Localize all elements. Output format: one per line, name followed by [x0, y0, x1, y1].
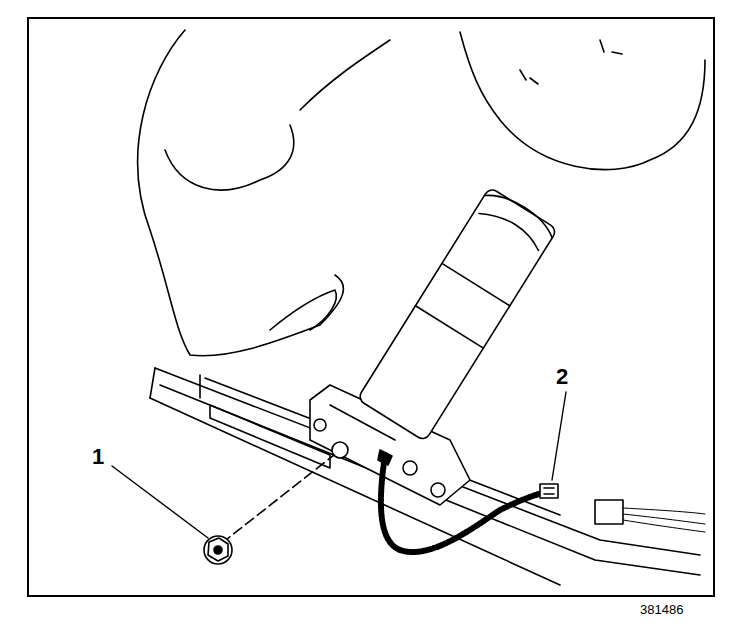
bracket-strap	[330, 405, 395, 440]
seat-back-wrinkles	[520, 40, 622, 84]
assembly-line	[222, 455, 334, 543]
nut	[208, 538, 228, 561]
leader-line	[552, 392, 566, 480]
wires	[623, 508, 705, 532]
callout-number: 1	[92, 446, 104, 468]
washer	[204, 536, 232, 564]
connector	[540, 484, 558, 498]
mating-connector	[595, 500, 623, 524]
seat-rail-end	[150, 368, 155, 398]
seat-cushion-seam	[300, 40, 390, 110]
seat-back	[460, 32, 705, 170]
wire-harness	[381, 455, 545, 552]
seat-belt-buckle	[357, 186, 558, 441]
bolt	[403, 461, 417, 475]
frame	[28, 18, 714, 596]
harness-clip	[378, 450, 392, 465]
seat-cushion	[138, 30, 344, 356]
bracket-hole	[314, 419, 326, 431]
bolt	[431, 483, 445, 497]
seat-cushion-fold	[165, 125, 294, 190]
figure-number: 381486	[640, 603, 683, 616]
seat-trim	[270, 290, 336, 330]
leader-line	[112, 466, 208, 538]
nut-hole	[214, 546, 222, 554]
callout-number: 2	[556, 366, 568, 388]
